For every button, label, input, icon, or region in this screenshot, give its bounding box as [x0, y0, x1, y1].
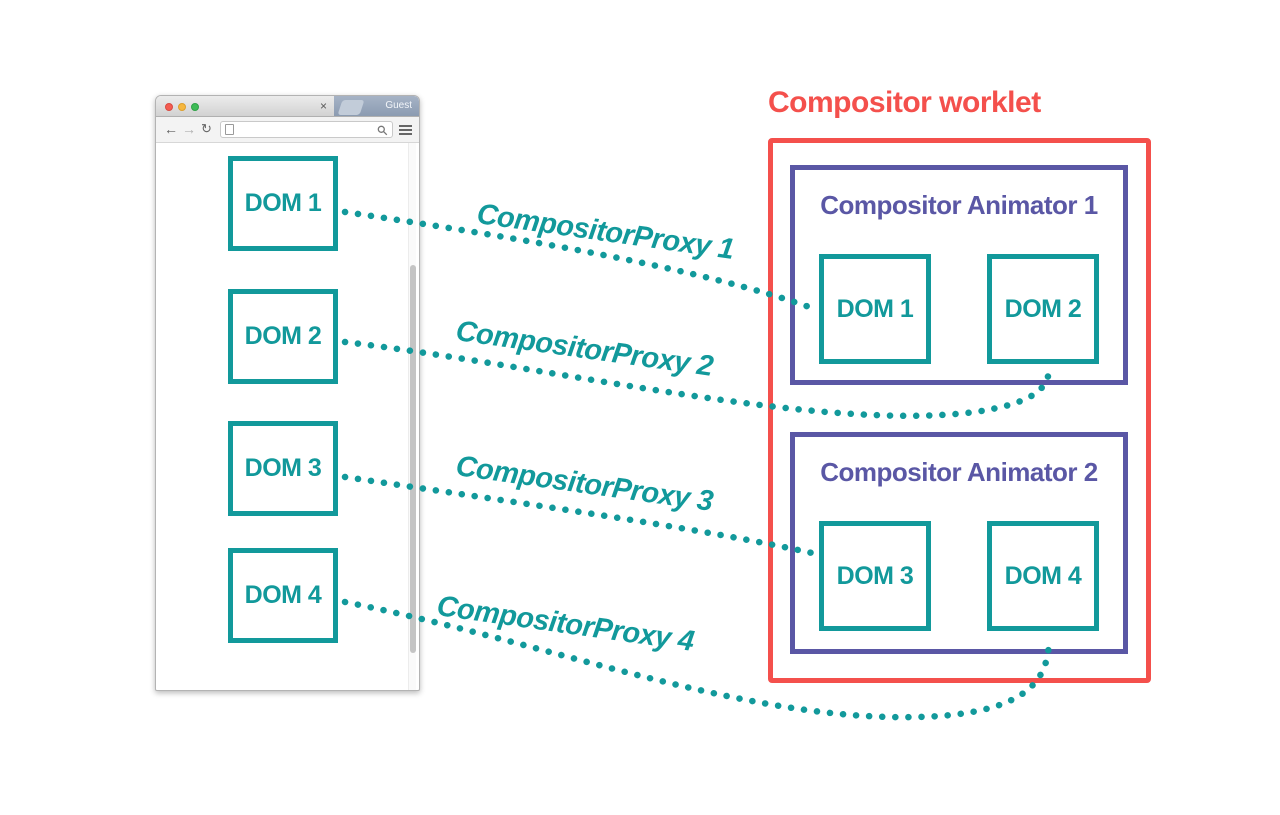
dom-box-4: DOM 4	[228, 548, 338, 643]
compositor-animator-1-title: Compositor Animator 1	[820, 190, 1098, 220]
browser-window: × Guest ← → ↻ DOM 1 DOM 2 DOM 3 DOM	[155, 95, 420, 691]
compositor-proxy-1-label: CompositorProxy 1	[474, 198, 736, 266]
animator-1-dom-1-box: DOM 1	[819, 254, 931, 364]
close-window-button[interactable]	[165, 103, 173, 111]
minimize-window-button[interactable]	[178, 103, 186, 111]
back-icon[interactable]: ←	[164, 121, 178, 137]
reload-icon[interactable]: ↻	[201, 121, 212, 136]
compositor-animator-2-title: Compositor Animator 2	[820, 457, 1098, 487]
dom-box-4-label: DOM 4	[244, 581, 322, 609]
dom-box-1-label: DOM 1	[244, 189, 322, 217]
compositor-animator-1-box: Compositor Animator 1 DOM 1 DOM 2	[790, 165, 1128, 385]
page-icon	[225, 124, 234, 135]
scrollbar-thumb[interactable]	[410, 265, 416, 653]
browser-titlebar: × Guest	[156, 96, 419, 117]
dom-box-1: DOM 1	[228, 156, 338, 251]
animator-1-dom-2-box: DOM 2	[987, 254, 1099, 364]
compositor-proxy-2-label: CompositorProxy 2	[453, 315, 715, 383]
dom-box-2: DOM 2	[228, 289, 338, 384]
compositor-worklet-box: Compositor Animator 1 DOM 1 DOM 2 Compos…	[768, 138, 1151, 683]
browser-toolbar: ← → ↻	[156, 117, 419, 143]
animator-2-dom-3-box: DOM 3	[819, 521, 931, 631]
compositor-worklet-title: Compositor worklet	[768, 86, 1041, 119]
address-bar[interactable]	[220, 121, 393, 138]
forward-icon[interactable]: →	[182, 121, 196, 137]
browser-content: DOM 1 DOM 2 DOM 3 DOM 4	[156, 143, 419, 690]
tab-close-icon[interactable]: ×	[320, 99, 328, 113]
compositor-animator-2-box: Compositor Animator 2 DOM 3 DOM 4	[790, 432, 1128, 654]
dom-box-3-label: DOM 3	[244, 454, 322, 482]
animator-1-dom-2-label: DOM 2	[1004, 294, 1082, 323]
dom-box-3: DOM 3	[228, 421, 338, 516]
guest-profile-area: Guest	[334, 96, 419, 116]
new-tab-button[interactable]	[337, 100, 365, 115]
animator-2-dom-4-box: DOM 4	[987, 521, 1099, 631]
animator-2-dom-4-label: DOM 4	[1004, 561, 1082, 590]
dom-box-2-label: DOM 2	[244, 322, 322, 350]
guest-profile-label: Guest	[385, 100, 412, 111]
compositor-proxy-4-label: CompositorProxy 4	[434, 590, 696, 658]
search-icon[interactable]	[377, 125, 388, 136]
scrollbar-track[interactable]	[408, 143, 416, 690]
animator-2-dom-3-label: DOM 3	[836, 561, 914, 590]
menu-icon[interactable]	[399, 125, 412, 135]
animator-1-dom-1-label: DOM 1	[836, 294, 914, 323]
maximize-window-button[interactable]	[191, 103, 199, 111]
compositor-proxy-3-label: CompositorProxy 3	[453, 450, 715, 518]
